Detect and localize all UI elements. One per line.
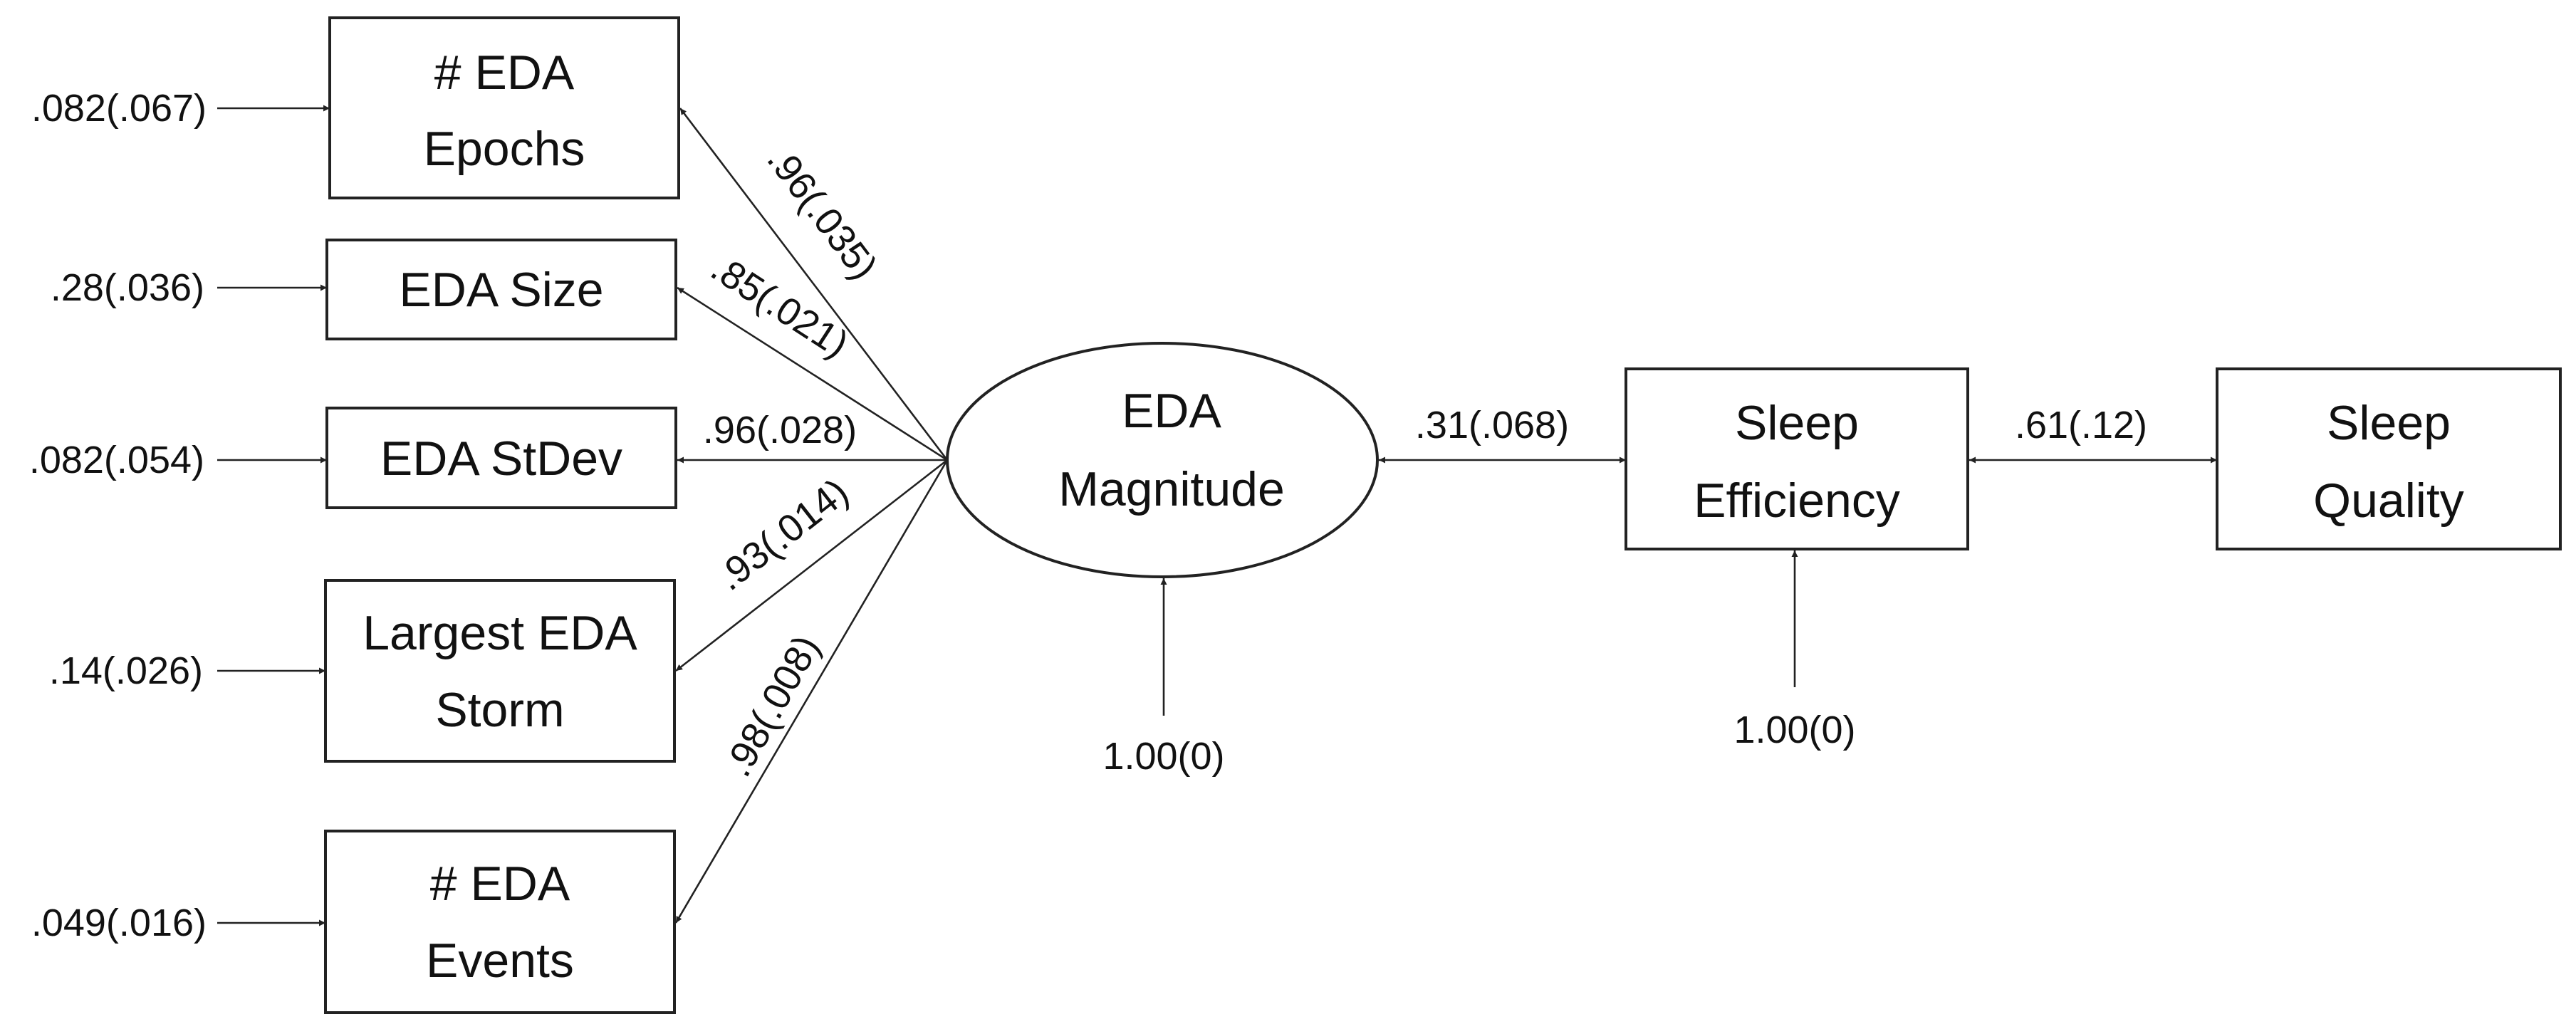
error-variance-epochs: .082(.067) xyxy=(31,87,207,130)
error-variance-stdev: .082(.054) xyxy=(29,439,204,481)
indicator-eda-stdev: EDA StDev xyxy=(325,407,677,509)
error-variance-events: .049(.016) xyxy=(31,902,207,944)
indicator-box xyxy=(324,830,676,1014)
indicator-box xyxy=(324,579,676,763)
latent-label-line1: EDA xyxy=(1122,384,1221,438)
error-variance-storm: .14(.026) xyxy=(49,649,203,692)
path-label-efficiency-quality: .61(.12) xyxy=(2015,404,2147,446)
loading-label-epochs: .96(.035) xyxy=(758,139,885,288)
indicator-largest-eda-storm: Largest EDA Storm xyxy=(324,579,676,763)
variance-label-magnitude: 1.00(0) xyxy=(1102,735,1224,778)
indicator-label: EDA Size xyxy=(399,263,603,317)
indicator-label-line2: Events xyxy=(426,934,574,988)
indicator-eda-events: # EDA Events xyxy=(324,830,676,1014)
indicator-label-line1: # EDA xyxy=(434,46,575,100)
loading-label-stdev: .96(.028) xyxy=(703,409,857,451)
indicator-box xyxy=(328,16,680,199)
variance-label-efficiency: 1.00(0) xyxy=(1733,709,1855,751)
observed-sleep-quality: Sleep Quality xyxy=(2216,367,2562,550)
path-label-magnitude-efficiency: .31(.068) xyxy=(1415,404,1569,446)
latent-eda-magnitude: EDA Magnitude xyxy=(946,342,1379,578)
observed-label-line2: Quality xyxy=(2313,474,2464,528)
indicator-label-line2: Storm xyxy=(435,683,564,737)
loading-path-size xyxy=(677,286,948,461)
indicator-box xyxy=(325,239,677,340)
loading-path-storm xyxy=(675,459,948,672)
observed-box xyxy=(2216,367,2562,550)
indicator-label-line2: Epochs xyxy=(424,122,585,176)
loading-label-size: .85(.021) xyxy=(704,246,856,366)
loading-path-events xyxy=(674,459,949,924)
indicator-eda-size: EDA Size xyxy=(325,239,677,340)
indicator-label-line1: Largest EDA xyxy=(363,606,637,660)
observed-box xyxy=(1625,367,1969,550)
latent-label-line2: Magnitude xyxy=(1058,462,1285,516)
indicator-label-line1: # EDA xyxy=(430,857,570,911)
error-variance-size: .28(.036) xyxy=(51,266,204,309)
indicator-label: EDA StDev xyxy=(380,432,622,486)
indicator-box xyxy=(325,407,677,509)
observed-sleep-efficiency: Sleep Efficiency xyxy=(1625,367,1969,550)
loading-path-epochs xyxy=(679,108,949,461)
observed-label-line1: Sleep xyxy=(1735,396,1859,450)
observed-label-line2: Efficiency xyxy=(1694,474,1900,528)
observed-label-line1: Sleep xyxy=(2327,396,2451,450)
indicator-eda-epochs: # EDA Epochs xyxy=(328,16,680,199)
latent-ellipse xyxy=(946,342,1379,578)
loading-label-storm: .93(.014) xyxy=(709,471,856,599)
